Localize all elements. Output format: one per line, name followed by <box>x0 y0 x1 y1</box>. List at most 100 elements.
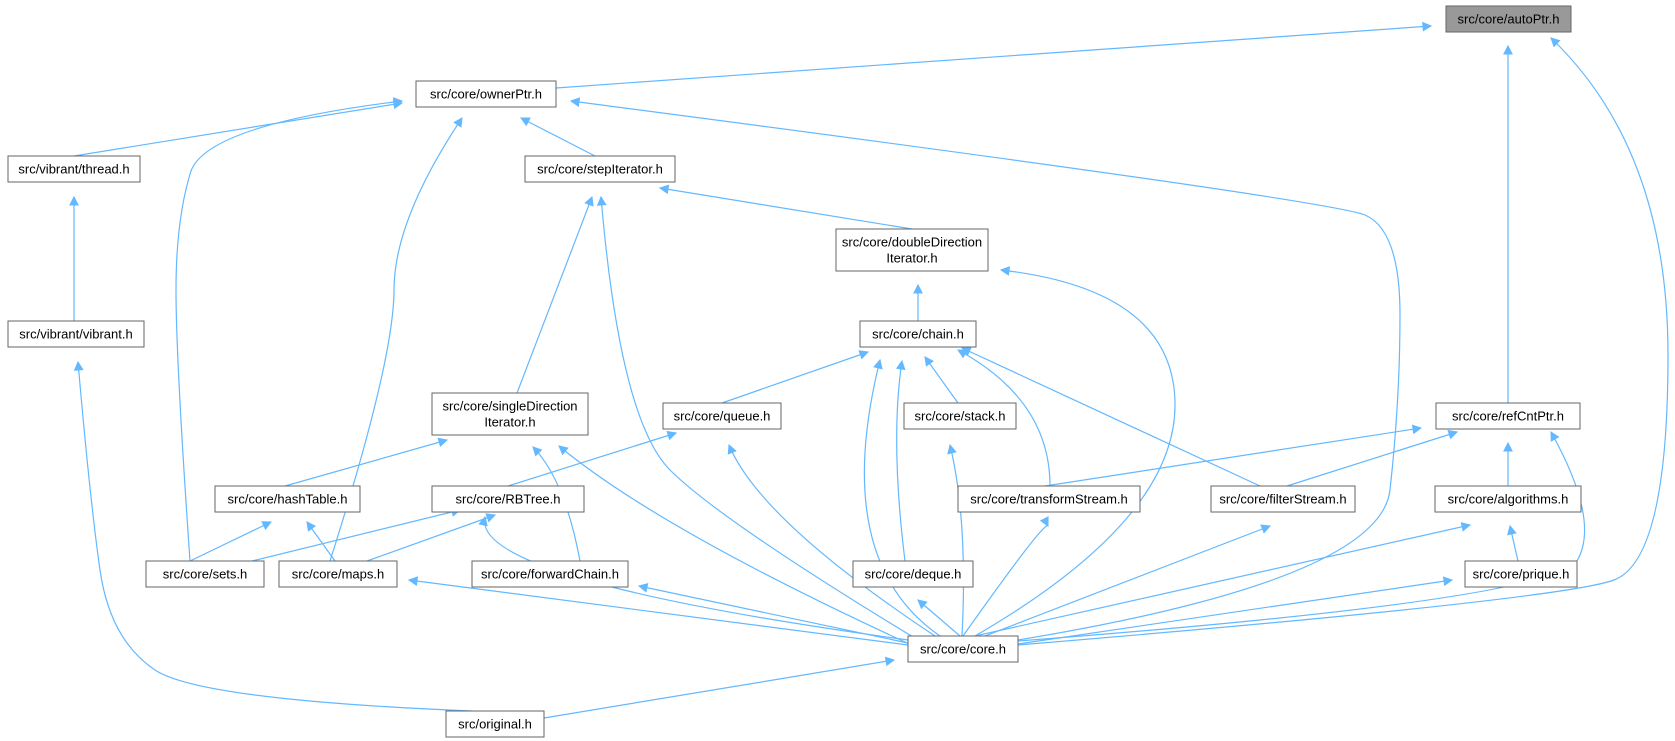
node-queue[interactable]: src/core/queue.h <box>662 402 782 430</box>
edge-line <box>984 525 1271 637</box>
edge-doubleDirection-to-stepIterator <box>658 184 913 230</box>
edge-arrowhead <box>917 599 928 610</box>
edge-line <box>600 196 919 641</box>
edge-line <box>962 525 1049 637</box>
edge-line <box>408 579 909 646</box>
node-stepIterator[interactable]: src/core/stepIterator.h <box>524 155 676 183</box>
node-box <box>415 80 557 108</box>
edge-line <box>974 269 1176 637</box>
edge-core-to-prique <box>1017 576 1454 645</box>
edge-line <box>543 659 895 719</box>
edge-arrowhead <box>1550 37 1561 48</box>
node-box <box>1445 5 1572 33</box>
node-box <box>1435 402 1581 430</box>
node-core[interactable]: src/core/core.h <box>907 635 1019 663</box>
node-prique[interactable]: src/core/prique.h <box>1464 560 1578 588</box>
edge-core-to-doubleDirection <box>974 266 1176 637</box>
edge-line <box>507 432 677 487</box>
node-filterStream[interactable]: src/core/filterStream.h <box>1210 485 1356 513</box>
node-label: src/core/hashTable.h <box>228 492 348 507</box>
edge-line <box>175 100 403 562</box>
node-box <box>7 320 145 348</box>
node-label: Iterator.h <box>484 415 535 430</box>
edge-arrowhead <box>1460 522 1472 532</box>
edge-line <box>917 599 961 637</box>
edge-arrowhead <box>69 195 79 206</box>
node-RBTree[interactable]: src/core/RBTree.h <box>431 485 585 513</box>
node-label: src/core/chain.h <box>872 327 964 342</box>
node-box <box>859 320 977 348</box>
edge-core-to-refCntPtr <box>1017 431 1586 642</box>
edge-core-to-queue <box>727 443 936 637</box>
edge-line <box>957 349 1051 487</box>
edge-line <box>520 117 596 157</box>
edge-line <box>1286 431 1458 487</box>
node-stack[interactable]: src/core/stack.h <box>903 402 1017 430</box>
node-label: src/core/core.h <box>920 642 1006 657</box>
edge-line <box>638 585 909 644</box>
edge-arrowhead <box>960 347 972 357</box>
edge-core-to-filterStream <box>984 524 1272 637</box>
node-refCntPtr[interactable]: src/core/refCntPtr.h <box>1435 402 1581 430</box>
edge-arrowhead <box>1503 441 1513 452</box>
edge-arrowhead <box>73 360 84 371</box>
edge-arrowhead <box>947 443 957 455</box>
node-hashTable[interactable]: src/core/hashTable.h <box>214 485 361 513</box>
edge-arrowhead <box>658 184 670 195</box>
edge-core-to-algorithms <box>974 522 1472 637</box>
edge-original-to-core <box>543 656 896 719</box>
edge-chain-to-doubleDirection <box>913 283 923 321</box>
edge-line <box>366 514 496 562</box>
node-label: src/core/doubleDirection <box>842 235 982 250</box>
edge-line <box>659 187 913 230</box>
edge-line <box>721 351 869 404</box>
node-algorithms[interactable]: src/core/algorithms.h <box>1434 485 1582 513</box>
edge-maps-to-ownerPtr <box>329 117 463 562</box>
node-original[interactable]: src/original.h <box>445 710 545 738</box>
edge-core-to-transformStream <box>962 516 1049 637</box>
node-sets[interactable]: src/core/sets.h <box>145 560 265 588</box>
edges-layer <box>69 21 1669 719</box>
node-box <box>431 392 589 436</box>
edge-line <box>558 445 919 649</box>
node-thread[interactable]: src/vibrant/thread.h <box>7 155 141 183</box>
node-transformStream[interactable]: src/core/transformStream.h <box>957 485 1141 513</box>
edge-arrowhead <box>1422 21 1433 32</box>
edge-sets-to-ownerPtr <box>175 97 404 562</box>
node-autoPtr[interactable]: src/core/autoPtr.h <box>1445 5 1572 33</box>
node-label: src/core/filterStream.h <box>1219 492 1346 507</box>
edge-filterStream-to-chain <box>960 347 1261 487</box>
edge-line <box>555 25 1432 89</box>
edge-line <box>728 444 936 637</box>
node-box <box>145 560 265 588</box>
node-forwardChain[interactable]: src/core/forwardChain.h <box>471 560 629 588</box>
edge-maps-to-hashTable <box>306 521 336 562</box>
edge-core-to-maps <box>407 576 909 646</box>
edge-arrowhead <box>558 445 569 456</box>
node-label: src/core/transformStream.h <box>970 492 1128 507</box>
node-ownerPtr[interactable]: src/core/ownerPtr.h <box>415 80 557 108</box>
node-box <box>903 402 1017 430</box>
node-label: src/core/RBTree.h <box>456 492 561 507</box>
edge-arrowhead <box>584 195 594 207</box>
edge-arrowhead <box>895 359 906 371</box>
edge-arrowhead <box>666 430 678 441</box>
edge-line <box>329 117 463 562</box>
edge-core-to-deque <box>917 599 961 637</box>
edge-line <box>1017 37 1669 646</box>
node-maps[interactable]: src/core/maps.h <box>278 560 398 588</box>
edge-arrowhead <box>727 443 737 455</box>
node-chain[interactable]: src/core/chain.h <box>859 320 977 348</box>
edge-line <box>949 444 965 637</box>
edge-arrowhead <box>873 358 883 370</box>
edge-line <box>961 347 1261 487</box>
node-label: src/core/prique.h <box>1473 567 1570 582</box>
node-vibrant[interactable]: src/vibrant/vibrant.h <box>7 320 145 348</box>
edge-arrowhead <box>478 515 488 527</box>
node-deque[interactable]: src/core/deque.h <box>852 560 974 588</box>
edge-sets-to-hashTable <box>189 521 272 562</box>
edge-RBTree-to-queue <box>507 430 678 487</box>
node-label: src/core/stepIterator.h <box>537 162 663 177</box>
